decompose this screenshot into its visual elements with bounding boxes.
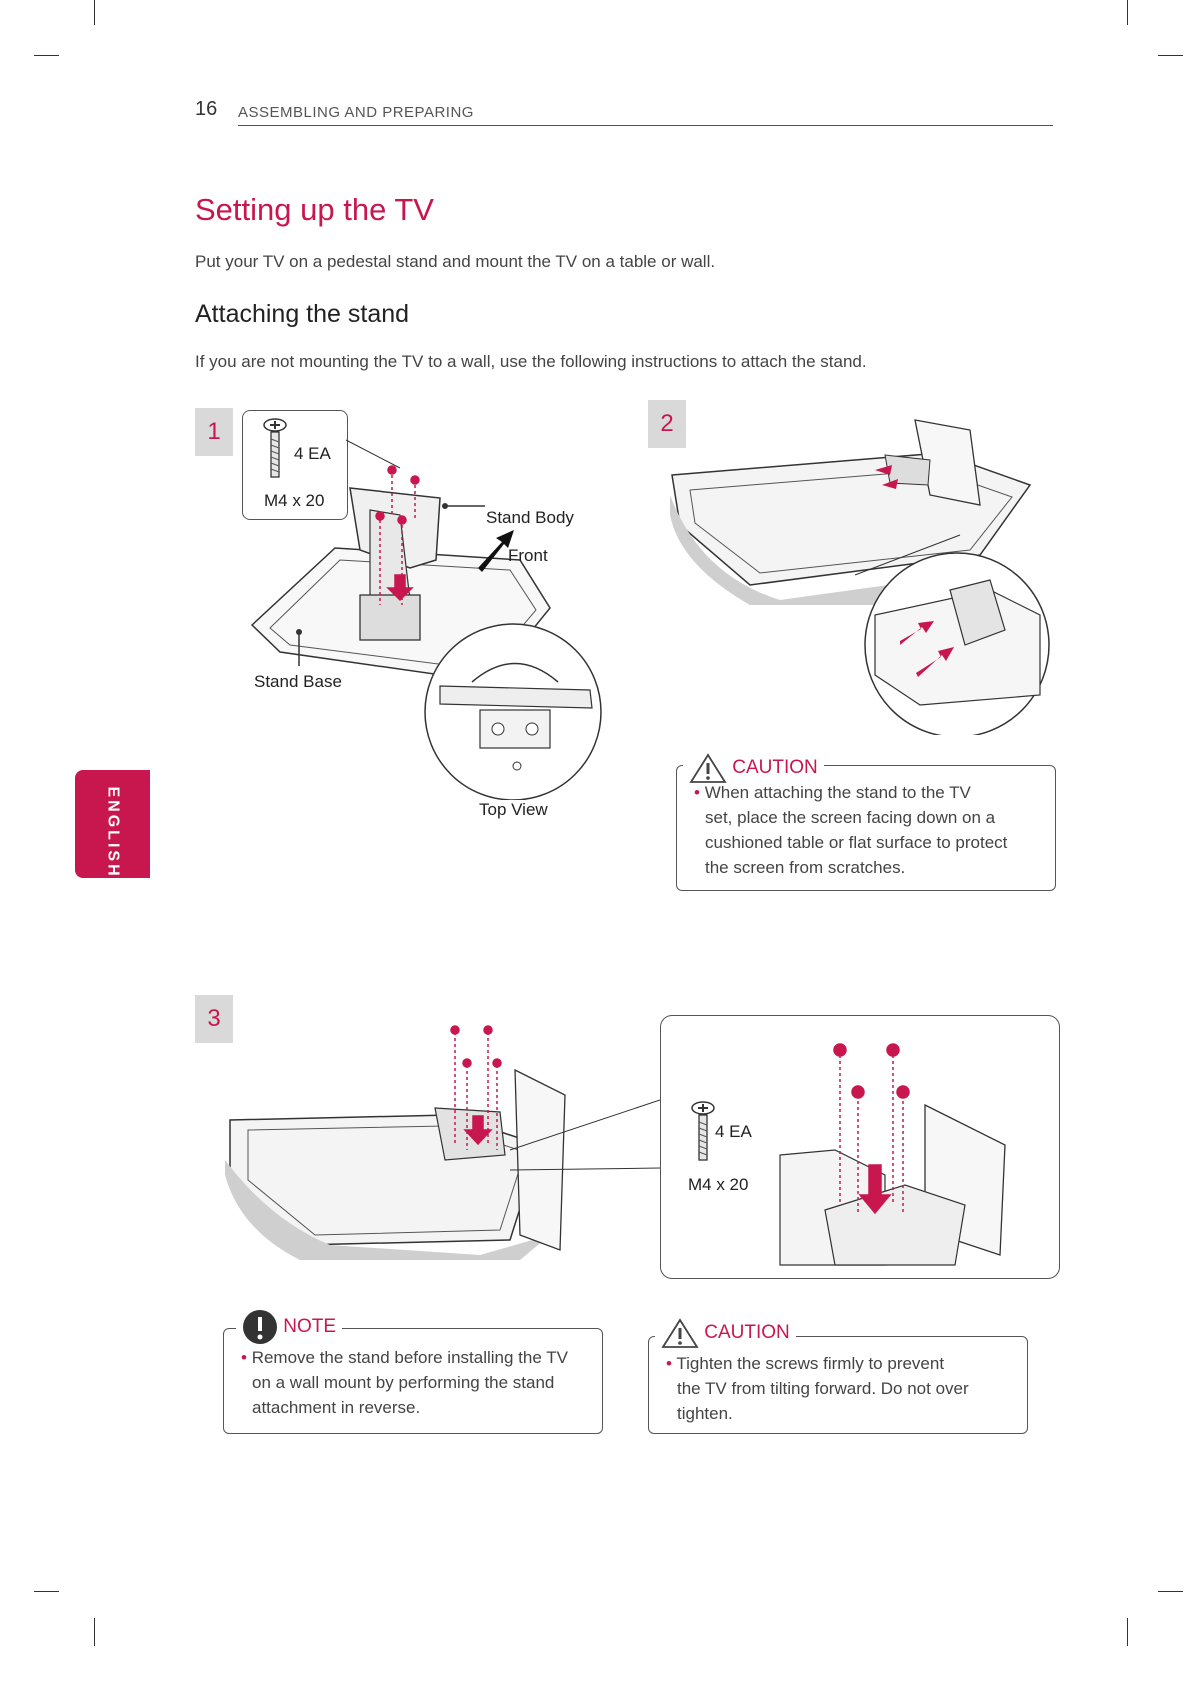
warning-icon bbox=[689, 753, 727, 783]
section-title: ASSEMBLING AND PREPARING bbox=[238, 104, 474, 121]
section-heading: Attaching the stand bbox=[195, 300, 410, 328]
note-line: Remove the stand before installing the T… bbox=[251, 1348, 568, 1367]
note-text: • Remove the stand before installing the… bbox=[241, 1345, 568, 1420]
caution-title: CAUTION bbox=[704, 1322, 790, 1344]
caution-box-step2: CAUTION • When attaching the stand to th… bbox=[676, 752, 1056, 891]
screw-qty: 4 EA bbox=[294, 444, 331, 463]
crop-mark bbox=[94, 0, 95, 25]
label-stand-body: Stand Body bbox=[486, 508, 574, 527]
label-top-view: Top View bbox=[479, 800, 548, 819]
note-header: NOTE bbox=[236, 1309, 343, 1345]
caution-line: cushioned table or flat surface to prote… bbox=[705, 833, 1008, 852]
page-title: Setting up the TV bbox=[195, 192, 434, 227]
warning-icon bbox=[661, 1318, 699, 1348]
crop-mark bbox=[1127, 0, 1128, 25]
bullet: • bbox=[666, 1354, 672, 1373]
step-number-2: 2 bbox=[648, 400, 686, 448]
tv-stand-attach-illustration bbox=[670, 419, 1050, 735]
exclamation-icon bbox=[243, 1310, 277, 1344]
caution-header: CAUTION bbox=[683, 752, 824, 784]
header-rule bbox=[238, 125, 1053, 126]
step-number-1: 1 bbox=[195, 408, 233, 456]
caution-box-step3: CAUTION • Tighten the screws firmly to p… bbox=[648, 1317, 1028, 1434]
label-front: Front bbox=[508, 546, 548, 565]
screw-callout bbox=[242, 410, 348, 520]
label-stand-base: Stand Base bbox=[254, 672, 342, 691]
screw-size: M4 x 20 bbox=[264, 491, 325, 510]
zoom-screw-illustration bbox=[779, 1043, 1006, 1266]
caution-line: the screen from scratches. bbox=[705, 858, 906, 877]
screw-icon bbox=[691, 1101, 715, 1161]
caution-line: When attaching the stand to the TV bbox=[704, 783, 971, 802]
bullet: • bbox=[694, 783, 700, 802]
caution-line: set, place the screen facing down on a bbox=[705, 808, 996, 827]
note-line: on a wall mount by performing the stand bbox=[252, 1373, 555, 1392]
crop-mark bbox=[34, 1591, 59, 1592]
language-label: ENGLISH bbox=[104, 786, 122, 879]
caution-text: • When attaching the stand to the TV set… bbox=[694, 780, 1007, 880]
caution-line: the TV from tilting forward. Do not over bbox=[677, 1379, 969, 1398]
page-number: 16 bbox=[195, 98, 218, 120]
caution-title: CAUTION bbox=[732, 757, 818, 779]
caution-line: Tighten the screws firmly to prevent bbox=[676, 1354, 945, 1373]
screw-size: M4 x 20 bbox=[688, 1175, 749, 1194]
note-box: NOTE • Remove the stand before installin… bbox=[223, 1309, 603, 1434]
bullet: • bbox=[241, 1348, 247, 1367]
caution-header: CAUTION bbox=[655, 1317, 796, 1349]
note-title: NOTE bbox=[283, 1316, 337, 1338]
screw-icon bbox=[263, 418, 287, 478]
crop-mark bbox=[1127, 1618, 1128, 1646]
crop-mark bbox=[34, 55, 59, 56]
tv-screw-illustration bbox=[225, 1025, 660, 1260]
caution-text: • Tighten the screws firmly to prevent t… bbox=[666, 1351, 969, 1426]
stand-assembly-illustration bbox=[250, 439, 602, 800]
crop-mark bbox=[1158, 1591, 1183, 1592]
screw-qty: 4 EA bbox=[715, 1122, 752, 1141]
language-tab: ENGLISH bbox=[75, 770, 150, 879]
section-text: If you are not mounting the TV to a wall… bbox=[195, 352, 867, 371]
caution-line: tighten. bbox=[677, 1404, 733, 1423]
intro-text: Put your TV on a pedestal stand and moun… bbox=[195, 252, 716, 271]
note-line: attachment in reverse. bbox=[252, 1398, 421, 1417]
crop-mark bbox=[1158, 55, 1183, 56]
crop-mark bbox=[94, 1618, 95, 1646]
step-number-3: 3 bbox=[195, 995, 233, 1043]
